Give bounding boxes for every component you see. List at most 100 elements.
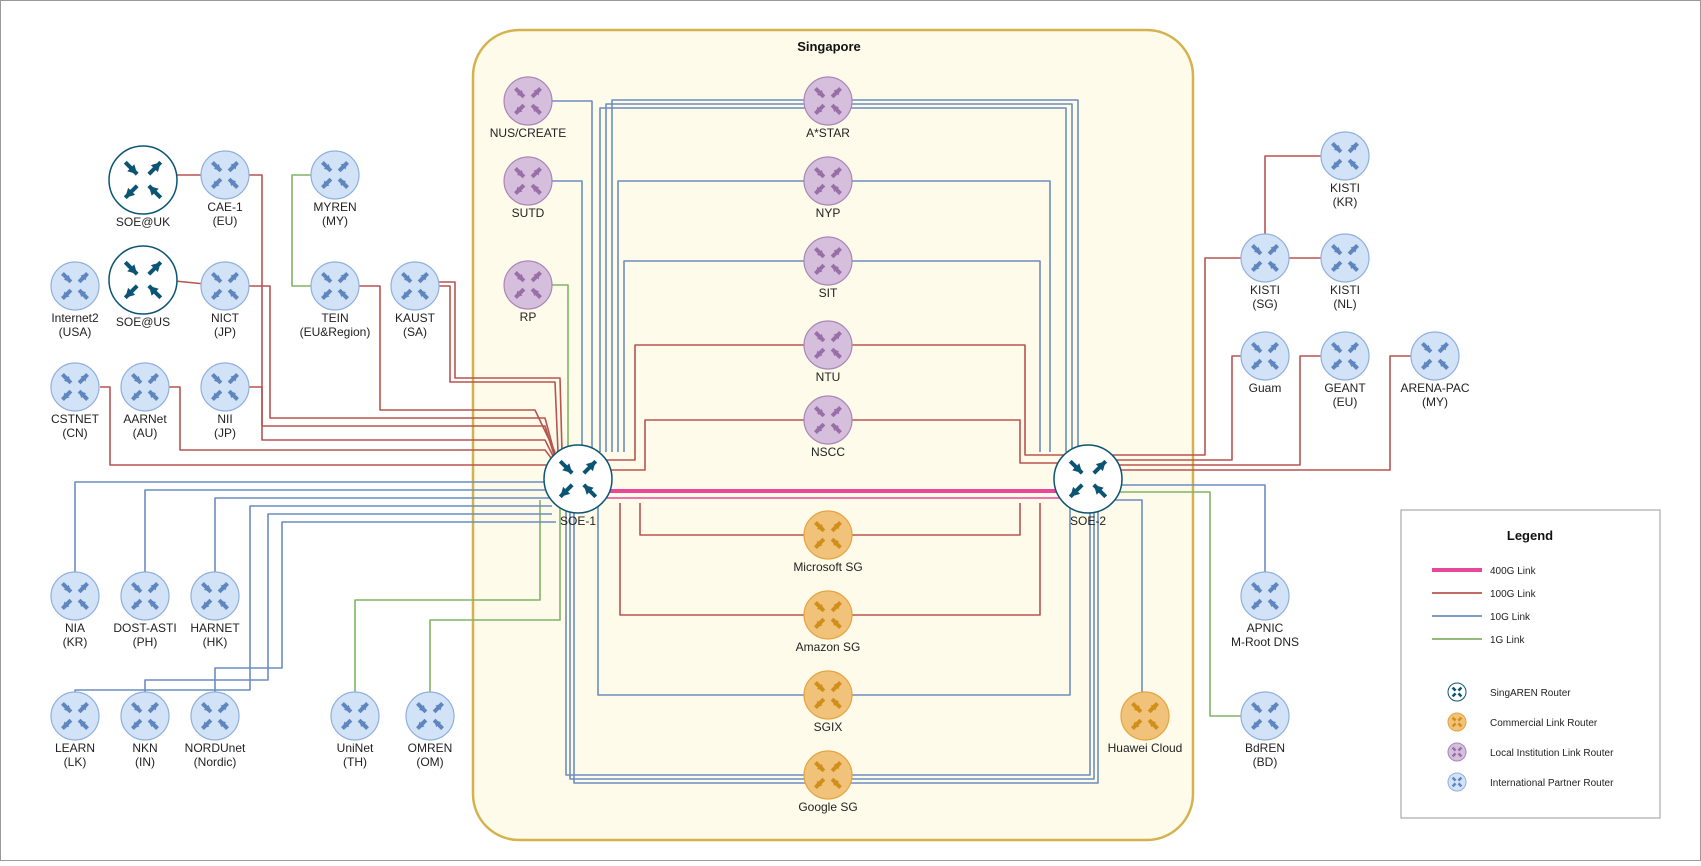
- router-icon: [814, 247, 842, 275]
- router-omren[interactable]: OMREN(OM): [405, 691, 455, 769]
- router-circle: [200, 261, 250, 311]
- router-sutd[interactable]: SUTD: [503, 156, 553, 220]
- router-bdren[interactable]: BdREN(BD): [1240, 691, 1290, 769]
- router-label: BdREN: [1245, 741, 1285, 755]
- router-label: SIT: [819, 286, 838, 300]
- router-sit[interactable]: SIT: [803, 236, 853, 300]
- router-internet2[interactable]: Internet2(USA): [50, 261, 100, 339]
- link-10g: [144, 489, 552, 576]
- router-label: KISTI: [1250, 283, 1280, 297]
- legend-link-label: 1G Link: [1490, 635, 1525, 646]
- link-100g: [165, 386, 556, 464]
- router-label: MYREN: [313, 200, 356, 214]
- router-microsoft[interactable]: Microsoft SG: [793, 510, 863, 574]
- router-uninet[interactable]: UniNet(TH): [330, 691, 380, 769]
- router-rp[interactable]: RP: [503, 260, 553, 324]
- router-label: (KR): [1333, 195, 1358, 209]
- router-circle: [803, 670, 853, 720]
- router-nyp[interactable]: NYP: [803, 156, 853, 220]
- legend-router-international: [1447, 772, 1467, 792]
- router-amazon[interactable]: Amazon SG: [796, 590, 861, 654]
- router-huawei[interactable]: Huawei Cloud: [1108, 691, 1183, 755]
- router-label: NICT: [211, 311, 240, 325]
- router-soe-us[interactable]: SOE@US: [108, 245, 178, 329]
- router-icon: [201, 702, 229, 730]
- router-soe1[interactable]: SOE-1: [543, 444, 613, 528]
- router-label: SUTD: [512, 206, 545, 220]
- router-kisti-sg[interactable]: KISTI(SG): [1240, 233, 1290, 311]
- router-circle: [200, 150, 250, 200]
- router-sgix[interactable]: SGIX: [803, 670, 853, 734]
- router-myren[interactable]: MYREN(MY): [310, 150, 360, 228]
- router-nkn[interactable]: NKN(IN): [120, 691, 170, 769]
- router-kaust[interactable]: KAUST(SA): [390, 261, 440, 339]
- router-arena[interactable]: ARENA-PAC(MY): [1400, 331, 1470, 409]
- router-circle: [1240, 233, 1290, 283]
- router-icon: [814, 521, 842, 549]
- router-icon: [131, 702, 159, 730]
- router-circle: [310, 150, 360, 200]
- router-label: Internet2: [51, 311, 99, 325]
- router-geant[interactable]: GEANT(EU): [1320, 331, 1370, 409]
- router-icon: [1331, 342, 1359, 370]
- router-circle: [390, 261, 440, 311]
- router-nscc[interactable]: NSCC: [803, 395, 853, 459]
- router-nus[interactable]: NUS/CREATE: [490, 76, 566, 140]
- router-label: M-Root DNS: [1231, 635, 1299, 649]
- router-tein[interactable]: TEIN(EU&Region): [300, 261, 371, 339]
- link-10g: [1108, 484, 1266, 576]
- router-circle: [803, 590, 853, 640]
- router-label: (PH): [133, 635, 158, 649]
- router-label: KISTI: [1330, 283, 1360, 297]
- router-circle: [1120, 691, 1170, 741]
- router-icon: [558, 459, 598, 499]
- router-label: (OM): [416, 755, 443, 769]
- router-learn[interactable]: LEARN(LK): [50, 691, 100, 769]
- router-circle: [190, 571, 240, 621]
- router-circle: [50, 261, 100, 311]
- link-100g: [1108, 355, 1245, 461]
- router-label: (Nordic): [194, 755, 237, 769]
- link-1g: [291, 174, 315, 287]
- router-icon: [1251, 582, 1279, 610]
- router-nia[interactable]: NIA(KR): [50, 571, 100, 649]
- router-label: SOE@US: [116, 315, 170, 329]
- router-aarnet[interactable]: AARNet(AU): [120, 362, 170, 440]
- router-icon: [514, 167, 542, 195]
- router-nict[interactable]: NICT(JP): [200, 261, 250, 339]
- router-icon: [401, 272, 429, 300]
- router-soe-uk[interactable]: SOE@UK: [108, 145, 178, 229]
- router-label: OMREN: [408, 741, 453, 755]
- router-label: Google SG: [798, 800, 857, 814]
- link-1g: [429, 500, 561, 696]
- router-label: (EU&Region): [300, 325, 371, 339]
- router-label: (EU): [1333, 395, 1358, 409]
- router-icon: [123, 260, 163, 300]
- link-100g: [435, 285, 559, 453]
- router-harnet[interactable]: HARNET(HK): [190, 571, 240, 649]
- router-label: KAUST: [395, 311, 436, 325]
- router-circle: [120, 362, 170, 412]
- router-google[interactable]: Google SG: [798, 750, 858, 814]
- router-astar[interactable]: A*STAR: [803, 76, 853, 140]
- router-label: DOST-ASTI: [113, 621, 176, 635]
- router-kisti-nl[interactable]: KISTI(NL): [1320, 233, 1370, 311]
- router-label: SOE@UK: [116, 215, 170, 229]
- router-cstnet[interactable]: CSTNET(CN): [50, 362, 100, 440]
- router-ntu[interactable]: NTU: [803, 320, 853, 384]
- router-nordunet[interactable]: NORDUnet(Nordic): [185, 691, 246, 769]
- router-guam[interactable]: Guam: [1240, 331, 1290, 395]
- router-kisti-kr[interactable]: KISTI(KR): [1320, 131, 1370, 209]
- region-title: Singapore: [797, 39, 861, 54]
- link-10g: [1108, 499, 1143, 696]
- router-nii[interactable]: NII(JP): [200, 362, 250, 440]
- router-label: (CN): [62, 426, 87, 440]
- router-label: (SG): [1252, 297, 1277, 311]
- router-dost[interactable]: DOST-ASTI(PH): [113, 571, 177, 649]
- router-label: (AU): [133, 426, 158, 440]
- router-circle: [543, 444, 613, 514]
- router-cae1[interactable]: CAE-1(EU): [200, 150, 250, 228]
- router-soe2[interactable]: SOE-2: [1053, 444, 1123, 528]
